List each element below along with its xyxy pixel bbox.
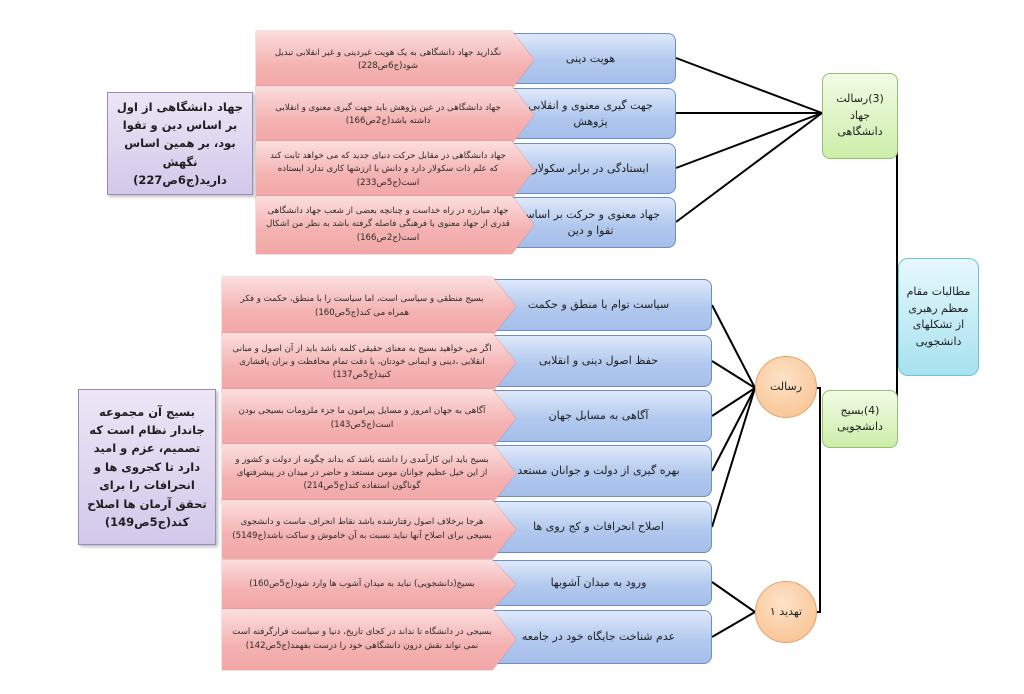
- basij-summary-box: بسیج آن مجموعه جاندار نظام است که تصمیم،…: [78, 389, 216, 545]
- jahad-item-title: ایستادگی در برابر سکولار: [532, 161, 649, 175]
- risalat-quote-text: هرجا برخلاف اصول رفتارشده باشد نقاط انحر…: [232, 517, 492, 541]
- jahad-quote-arrow: جهاد دانشگاهی در مقابل حرکت دنیای جدید ک…: [256, 141, 534, 199]
- jahad-quote-text: جهاد مبارزه در راه خداست و چنانچه بعضی ا…: [266, 206, 510, 243]
- jahad-quote-text: جهاد دانشگاهی در عین پژوهش باید جهت گیری…: [275, 102, 501, 126]
- basij-summary-text: بسیج آن مجموعه جاندار نظام است که تصمیم،…: [87, 404, 207, 529]
- threat-quote-text: بسیجی در دانشگاه تا نداند در کجای تاریخ،…: [232, 627, 492, 651]
- threat-label: تهدید ۱: [769, 604, 803, 618]
- jahad-quote-text: جهاد دانشگاهی در مقابل حرکت دنیای جدید ک…: [270, 151, 506, 188]
- risalat-item-title: حفظ اصول دینی و انقلابی: [538, 354, 659, 368]
- risalat-item-box: آگاهی به مسایل جهان: [485, 390, 712, 442]
- basij-branch-label: (4)بسیج دانشجویی: [837, 403, 883, 434]
- threat-item-box: عدم شناخت جایگاه خود در جامعه: [485, 610, 712, 664]
- risalat-circle: رسالت: [755, 356, 817, 418]
- jahad-item-title: هویت دینی: [565, 51, 616, 65]
- threat-quote-arrow: بسیجی در دانشگاه تا نداند در کجای تاریخ،…: [222, 609, 516, 670]
- risalat-item-box: سیاست توام با منطق و حکمت: [485, 279, 712, 331]
- risalat-item-box: اصلاح انحرافات و کج روی ها: [485, 501, 712, 553]
- root-box: مطالبات مقام معظم رهبری از تشکلهای دانشج…: [898, 258, 979, 376]
- jahad-branch-box: (3)رسالت جهاد دانشگاهی: [822, 73, 898, 159]
- risalat-quote-arrow: آگاهی به جهان امروز و مسایل پیرامون ما ج…: [222, 389, 516, 448]
- jahad-quote-arrow: جهاد دانشگاهی در عین پژوهش باید جهت گیری…: [256, 86, 534, 144]
- risalat-item-title: آگاهی به مسایل جهان: [548, 409, 649, 423]
- risalat-item-box: حفظ اصول دینی و انقلابی: [485, 335, 712, 387]
- risalat-quote-text: آگاهی به جهان امروز و مسایل پیرامون ما ج…: [238, 406, 486, 430]
- risalat-quote-arrow: هرجا برخلاف اصول رفتارشده باشد نقاط انحر…: [222, 500, 516, 559]
- risalat-quote-arrow: بسیج باید این کارآمدی را داشته باشد که ب…: [222, 444, 516, 503]
- threat-item-box: ورود به میدان آشوبها: [485, 560, 712, 606]
- risalat-item-box: بهره گیری از دولت و جوانان مستعد: [485, 445, 712, 497]
- threat-item-title: ورود به میدان آشوبها: [550, 576, 647, 590]
- jahad-quote-arrow: نگذارید جهاد دانشگاهی به یک هویت غیردینی…: [256, 31, 534, 89]
- jahad-quote-text: نگذارید جهاد دانشگاهی به یک هویت غیردینی…: [274, 47, 502, 71]
- threat-item-title: عدم شناخت جایگاه خود در جامعه: [521, 630, 676, 644]
- jahad-item-box: جهاد معنوی و حرکت بر اساس تقوا و دین: [505, 197, 676, 248]
- risalat-item-title: اصلاح انحرافات و کج روی ها: [533, 520, 664, 534]
- threat-quote-text: بسیج(دانشجویی) نباید به میدان آشوب ها وا…: [249, 578, 475, 589]
- jahad-branch-label: (3)رسالت جهاد دانشگاهی: [836, 92, 884, 139]
- basij-branch-box: (4)بسیج دانشجویی: [822, 390, 898, 448]
- jahad-summary-text: جهاد دانشگاهی از اول بر اساس دین و تقوا …: [116, 99, 244, 188]
- root-text: مطالبات مقام معظم رهبری از تشکلهای دانشج…: [906, 285, 971, 348]
- risalat-quote-arrow: بسیج منطقی و سیاسی است، اما سیاست را با …: [222, 277, 516, 336]
- risalat-quote-arrow: اگر می خواهید بسیج به معنای حقیقی کلمه ب…: [222, 333, 516, 392]
- risalat-quote-text: اگر می خواهید بسیج به معنای حقیقی کلمه ب…: [232, 343, 492, 381]
- risalat-quote-text: بسیج منطقی و سیاسی است، اما سیاست را با …: [240, 294, 484, 318]
- jahad-item-box: جهت گیری معنوی و انقلابی پژوهش: [505, 88, 676, 139]
- jahad-item-box: ایستادگی در برابر سکولار: [505, 143, 676, 194]
- threat-circle: تهدید ۱: [755, 581, 817, 643]
- risalat-label: رسالت: [769, 379, 803, 393]
- jahad-quote-arrow: جهاد مبارزه در راه خداست و چنانچه بعضی ا…: [256, 196, 534, 254]
- jahad-item-box: هویت دینی: [505, 33, 676, 84]
- jahad-item-title: جهاد معنوی و حرکت بر اساس تقوا و دین: [521, 207, 660, 237]
- threat-quote-arrow: بسیج(دانشجویی) نباید به میدان آشوب ها وا…: [222, 560, 516, 609]
- risalat-item-title: بهره گیری از دولت و جوانان مستعد: [517, 464, 680, 478]
- risalat-item-title: سیاست توام با منطق و حکمت: [527, 298, 670, 312]
- jahad-summary-box: جهاد دانشگاهی از اول بر اساس دین و تقوا …: [107, 92, 253, 195]
- risalat-quote-text: بسیج باید این کارآمدی را داشته باشد که ب…: [235, 454, 489, 492]
- jahad-item-title: جهت گیری معنوی و انقلابی پژوهش: [528, 98, 653, 128]
